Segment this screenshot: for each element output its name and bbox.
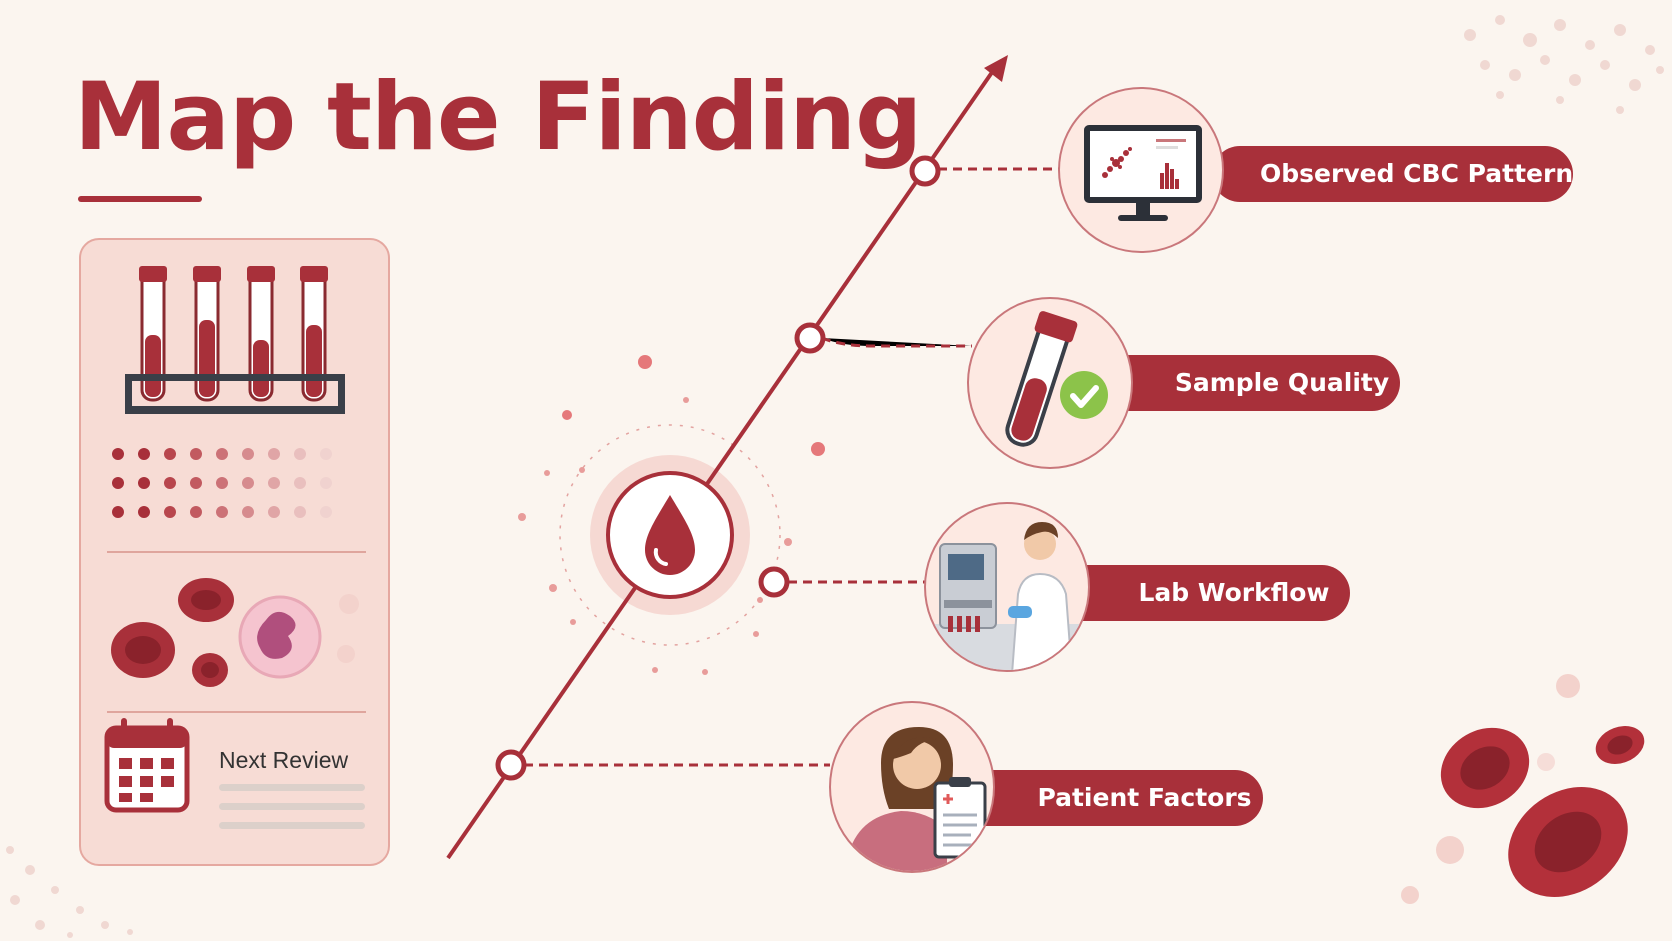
monitor-scatter-plot-icon — [1058, 87, 1224, 253]
step-observed-cbc-pattern: Observed CBC Pattern — [1212, 146, 1573, 202]
blood-cells-icon — [111, 578, 359, 687]
timeline-node — [758, 566, 790, 598]
placeholder-line — [219, 784, 365, 791]
timeline-node — [495, 749, 527, 781]
arrow-head-icon — [984, 55, 1008, 82]
step-lab-workflow: Lab Workflow — [1052, 565, 1350, 621]
panel-divider — [107, 711, 366, 713]
timeline-node — [794, 322, 826, 354]
next-review-label: Next Review — [219, 747, 349, 773]
title-underline — [78, 196, 202, 202]
blood-tube-check-icon — [967, 297, 1133, 469]
placeholder-line — [219, 803, 365, 810]
step-patient-factors: Patient Factors — [950, 770, 1263, 826]
sample-panel: Next Review — [79, 238, 390, 866]
cell-count-dots — [112, 448, 332, 518]
patient-clipboard-icon — [829, 701, 995, 873]
placeholder-line — [219, 822, 365, 829]
test-tube-rack-icon — [104, 266, 359, 813]
panel-divider — [107, 551, 366, 553]
lab-technician-icon — [924, 502, 1090, 672]
page-title: Map the Finding — [74, 63, 922, 172]
timeline-node — [909, 155, 941, 187]
step-sample-quality: Sample Quality — [1102, 355, 1400, 411]
calendar-icon — [104, 718, 190, 813]
